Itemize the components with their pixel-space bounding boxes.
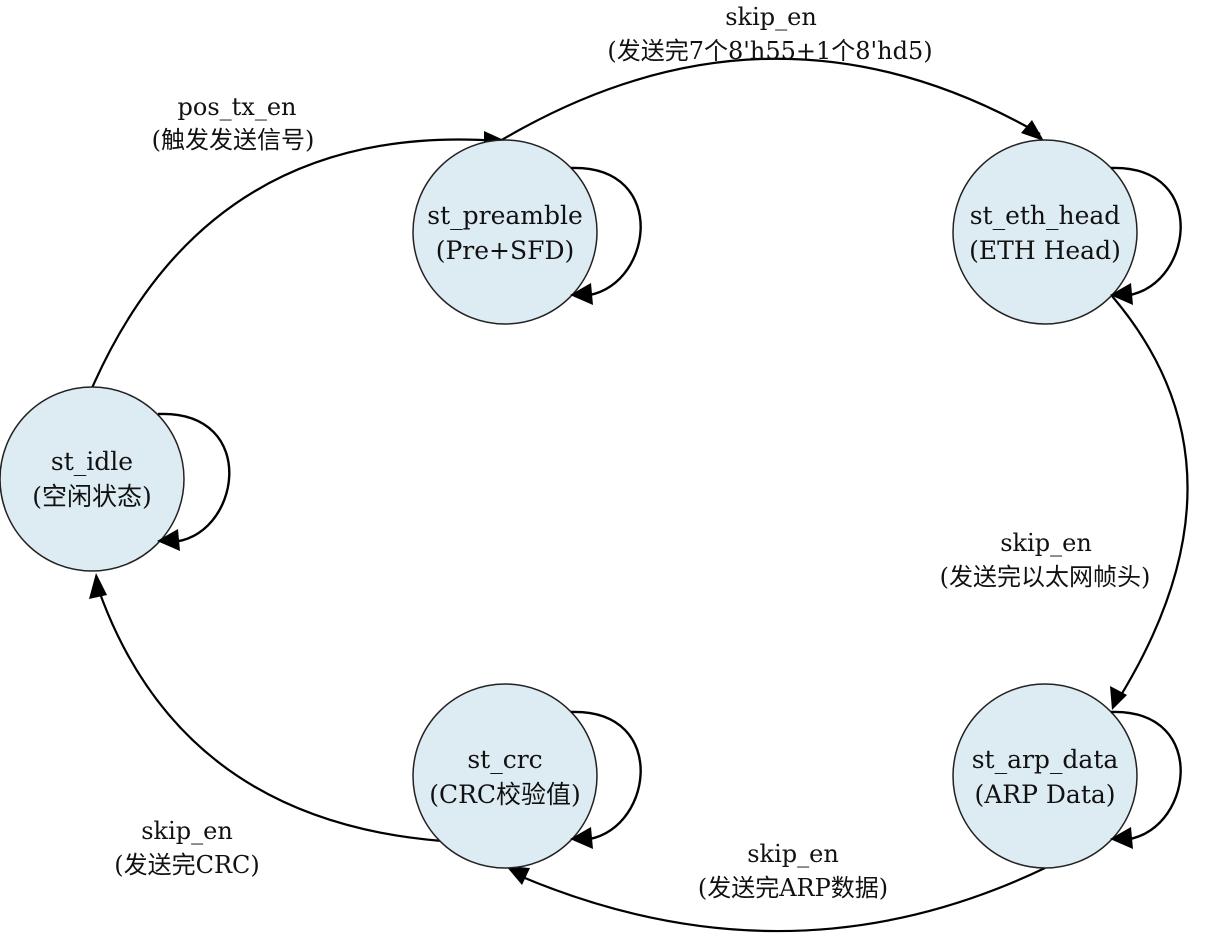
arrowhead — [1110, 827, 1133, 849]
label-preamble-to-eth-head: skip_en (发送完7个8'h55+1个8'hd5) — [607, 3, 932, 65]
transition-eth-head-to-arp-data — [1110, 295, 1189, 710]
transition-note: (发送完7个8'h55+1个8'hd5) — [607, 37, 932, 65]
transition-condition: pos_tx_en — [178, 93, 297, 121]
transition-crc-to-idle — [89, 573, 443, 843]
label-idle-to-preamble: pos_tx_en (触发发送信号) — [152, 93, 315, 154]
transition-note: (发送完CRC) — [114, 851, 260, 879]
arrowhead — [1110, 283, 1133, 305]
state-crc: st_crc (CRC校验值) — [412, 683, 642, 869]
self-loop — [1110, 710, 1182, 842]
label-eth-head-to-arp-data: skip_en (发送完以太网帧头) — [940, 529, 1151, 591]
state-name: st_crc — [467, 745, 542, 774]
state-circle — [0, 386, 185, 572]
label-arp-data-to-crc: skip_en (发送完ARP数据) — [698, 840, 888, 902]
state-name: st_idle — [51, 447, 133, 476]
state-circle — [952, 683, 1138, 869]
transition-condition: skip_en — [747, 840, 839, 868]
transition-arp-data-to-crc — [506, 866, 1046, 933]
transition-condition: skip_en — [141, 817, 233, 845]
state-description: (ARP Data) — [974, 780, 1115, 809]
self-loop — [570, 166, 642, 298]
state-circle — [952, 139, 1138, 325]
state-description: (CRC校验值) — [429, 780, 581, 809]
label-crc-to-idle: skip_en (发送完CRC) — [114, 817, 260, 879]
arrowhead — [570, 827, 593, 849]
state-description: (空闲状态) — [32, 482, 152, 511]
arrowhead — [506, 866, 530, 885]
state-name: st_preamble — [427, 201, 583, 230]
arrowhead — [570, 283, 593, 305]
self-loop — [157, 412, 231, 544]
transition-arc — [1111, 295, 1189, 701]
arrowhead — [1110, 686, 1127, 710]
transition-arc — [499, 57, 1041, 142]
arrowhead — [157, 529, 180, 551]
state-description: (Pre+SFD) — [436, 236, 575, 265]
state-eth-head: st_eth_head (ETH Head) — [952, 139, 1182, 325]
state-idle: st_idle (空闲状态) — [0, 386, 231, 572]
state-name: st_eth_head — [970, 201, 1121, 230]
transition-arc — [519, 867, 1046, 933]
transition-preamble-to-eth-head — [499, 57, 1044, 142]
transition-condition: skip_en — [1000, 529, 1092, 557]
transition-note: (触发发送信号) — [152, 126, 315, 154]
arrowhead — [89, 573, 107, 599]
arrowhead — [1021, 120, 1044, 141]
self-loop — [570, 710, 642, 842]
state-name: st_arp_data — [972, 745, 1119, 774]
transition-note: (发送完ARP数据) — [698, 874, 888, 902]
state-arp-data: st_arp_data (ARP Data) — [952, 683, 1182, 869]
state-preamble: st_preamble (Pre+SFD) — [412, 139, 642, 325]
self-loop — [1110, 166, 1182, 298]
state-circle — [412, 683, 598, 869]
transition-note: (发送完以太网帧头) — [940, 563, 1151, 591]
state-circle — [412, 139, 598, 325]
state-description: (ETH Head) — [969, 236, 1121, 265]
transition-condition: skip_en — [725, 3, 817, 31]
transition-arc — [96, 587, 443, 843]
transition-arc — [90, 138, 501, 389]
